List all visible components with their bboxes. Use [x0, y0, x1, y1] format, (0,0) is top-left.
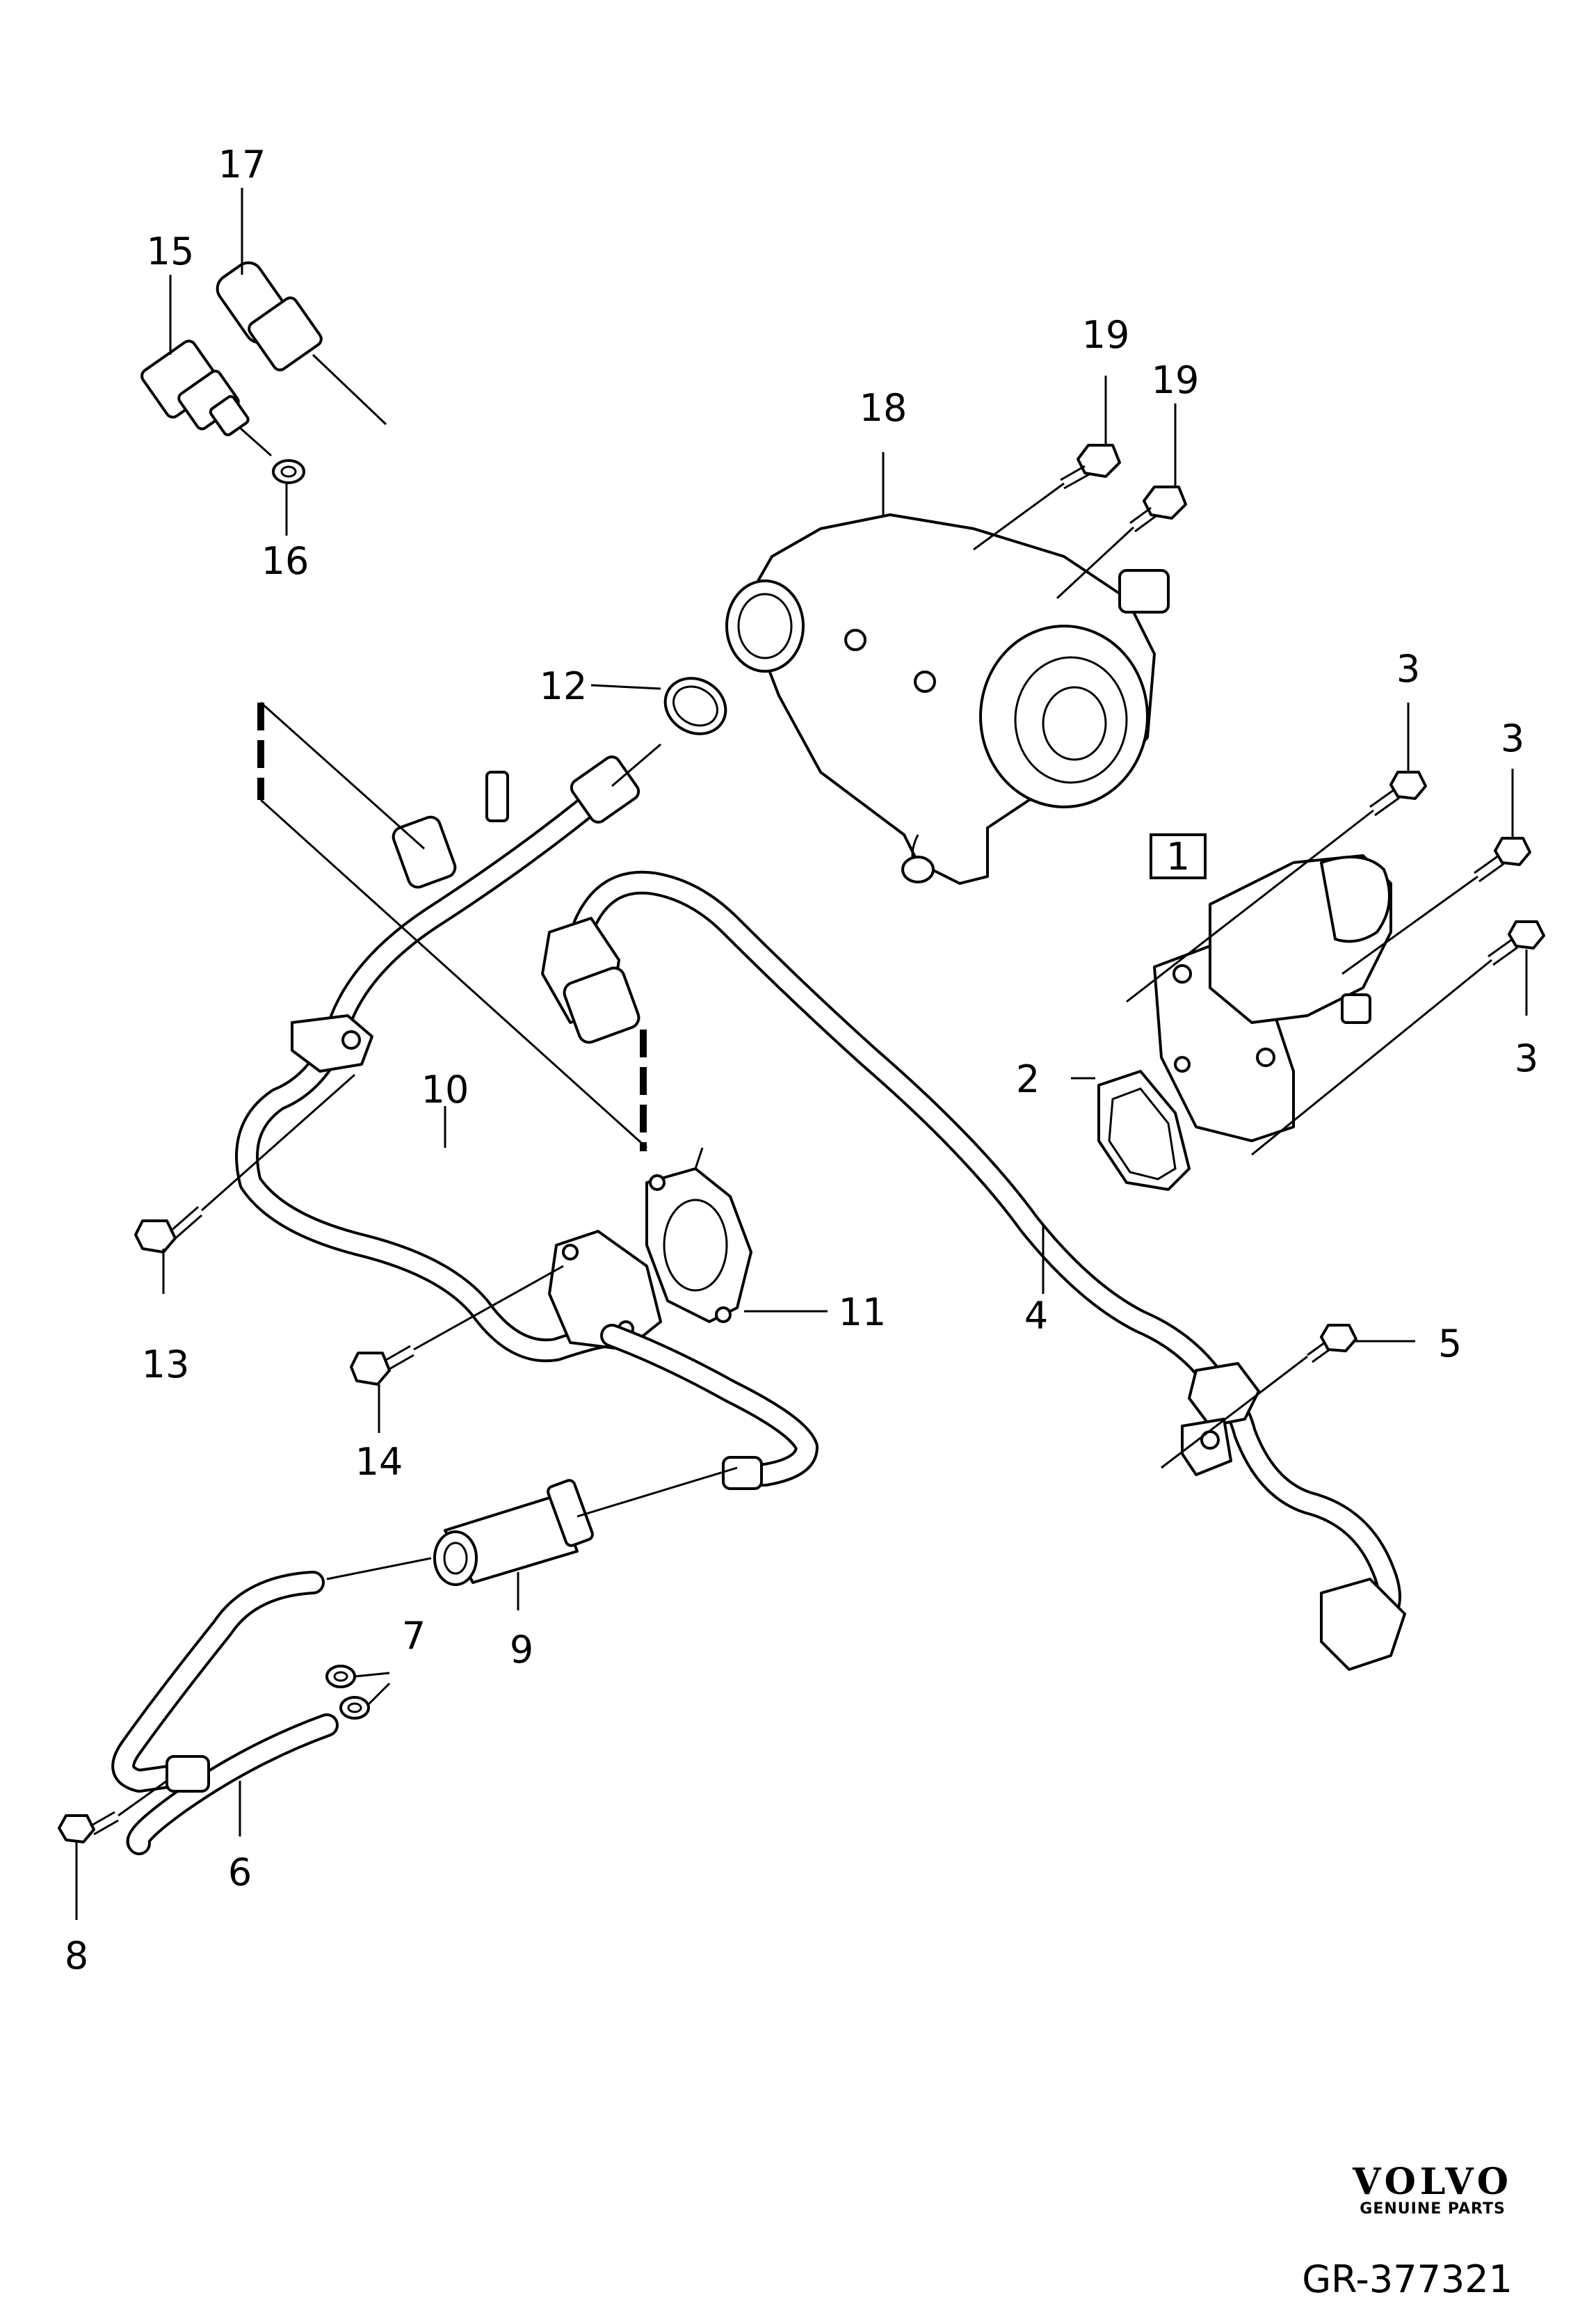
callout-3a: 3 — [1396, 647, 1420, 691]
callout-9: 9 — [510, 1628, 533, 1672]
part-12-o-ring — [590, 677, 727, 735]
genuine-parts-text: GENUINE PARTS — [1360, 2200, 1506, 2218]
callout-10: 10 — [421, 1068, 469, 1112]
label-leaders — [169, 188, 288, 536]
part-9-hose — [433, 1466, 738, 1610]
diagram-reference-code: GR-377321 — [1302, 2257, 1513, 2301]
callout-5: 5 — [1438, 1322, 1462, 1366]
part-1-thermostat-housing — [1150, 833, 1392, 1142]
reference-lines — [257, 701, 661, 1151]
part-15-temperature-sensor — [140, 339, 272, 457]
callout-11: 11 — [839, 1290, 887, 1334]
part-19-bolt-b — [1056, 403, 1187, 600]
callout-labels: 1 2 3 3 3 4 5 6 7 8 9 10 11 12 13 14 15 … — [65, 143, 1538, 1978]
callout-15: 15 — [147, 230, 195, 273]
part-7-washer-b — [339, 1682, 391, 1720]
part-10-coolant-pipe — [235, 755, 819, 1490]
part-3-bolt-b — [1341, 769, 1531, 975]
part-16-washer — [272, 459, 305, 484]
part-5-bolt — [1161, 1324, 1415, 1469]
volvo-logo: VOLVO — [1353, 2161, 1513, 2203]
callout-19a: 19 — [1082, 313, 1130, 357]
callout-6: 6 — [228, 1850, 252, 1894]
part-13-bolt — [134, 1073, 355, 1294]
callout-18: 18 — [860, 386, 908, 430]
part-18-water-pump — [725, 452, 1170, 885]
part-14-bolt — [350, 1265, 564, 1433]
callout-17: 17 — [218, 143, 266, 186]
part-3-bolt-a — [1126, 703, 1427, 1003]
callout-4: 4 — [1024, 1294, 1048, 1338]
part-11-gasket — [645, 1147, 828, 1323]
callout-7: 7 — [402, 1614, 426, 1658]
part-4-coolant-pipe — [541, 870, 1406, 1671]
part-8-bolt — [58, 1779, 168, 1920]
callout-1-box — [1150, 833, 1207, 879]
callout-16: 16 — [261, 539, 309, 583]
callout-3c: 3 — [1515, 1036, 1538, 1080]
part-17-sensor — [216, 261, 387, 426]
part-6-hose — [111, 1557, 432, 1855]
callout-8: 8 — [65, 1934, 88, 1978]
callout-19b: 19 — [1152, 358, 1200, 402]
callout-2: 2 — [1016, 1057, 1040, 1101]
callout-1: 1 — [1166, 835, 1190, 879]
part-2-gasket — [1071, 1070, 1191, 1191]
part-7-washer-a — [325, 1665, 390, 1688]
callout-13: 13 — [142, 1343, 190, 1386]
part-3-bolt-c — [1251, 920, 1545, 1156]
callout-3b: 3 — [1501, 716, 1524, 760]
callout-12: 12 — [540, 664, 588, 708]
part-19-bolt-a — [973, 376, 1121, 551]
volvo-brand-mark: VOLVO GENUINE PARTS — [1353, 2161, 1513, 2218]
callout-14: 14 — [355, 1440, 403, 1484]
